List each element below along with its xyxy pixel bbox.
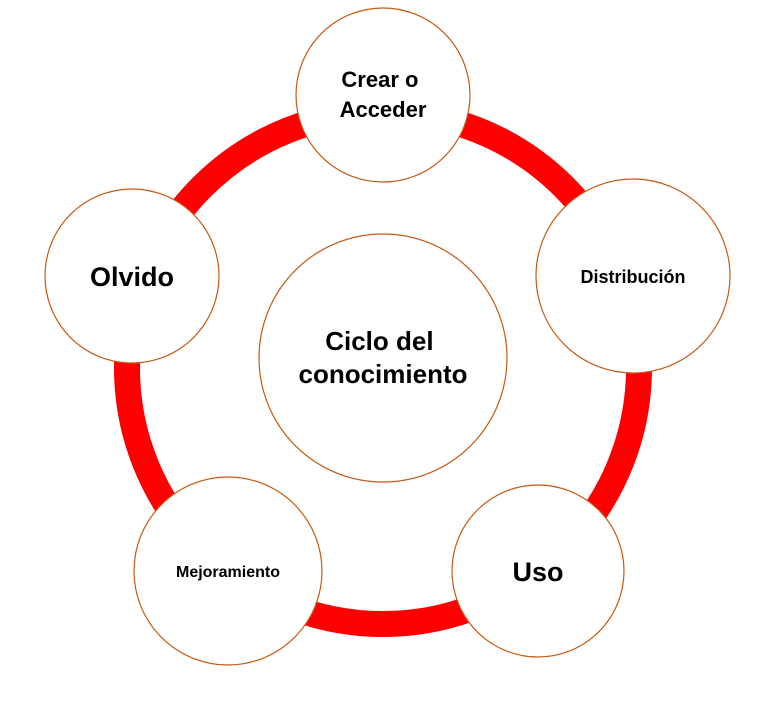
center-node-label: Ciclo del conocimiento: [298, 326, 467, 389]
center-label-line2: conocimiento: [298, 359, 467, 389]
node-uso: Uso: [451, 484, 625, 658]
node-circle: [133, 476, 323, 666]
node-circle: [295, 7, 471, 183]
node-olvido: Olvido: [44, 188, 220, 364]
node-circle: [451, 484, 625, 658]
node-circle: [44, 188, 220, 364]
node-label: Mejoramiento: [176, 564, 280, 581]
center-node-circle: [258, 233, 508, 483]
node-mejoramiento: Mejoramiento: [133, 476, 323, 666]
node-label-line2: Acceder: [340, 97, 427, 122]
node-label: Distribución: [580, 267, 685, 287]
center-node: Ciclo del conocimiento: [258, 233, 508, 483]
node-distribucion: Distribución: [535, 178, 731, 374]
node-circle: [535, 178, 731, 374]
node-label: Olvido: [90, 262, 174, 292]
node-label: Uso: [512, 557, 563, 587]
center-label-line1: Ciclo del: [325, 326, 433, 356]
node-label-line1: Crear o: [341, 67, 418, 92]
node-label: Crear o Acceder: [340, 67, 427, 122]
node-crear-o-acceder: Crear o Acceder: [295, 7, 471, 183]
